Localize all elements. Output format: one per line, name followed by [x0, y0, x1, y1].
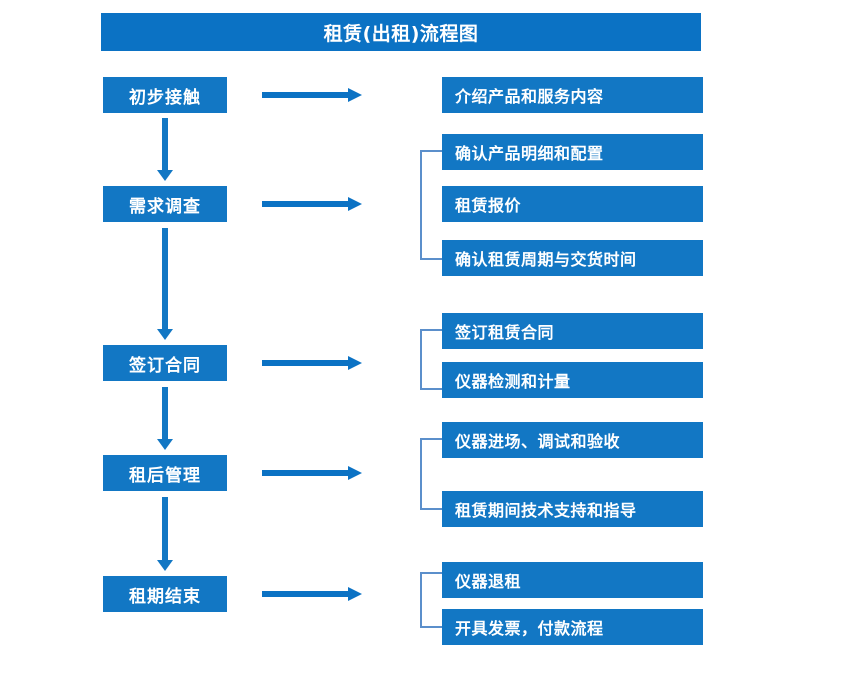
detail-box-10[interactable]: 开具发票，付款流程 [442, 609, 703, 645]
right-arrow-icon-2 [262, 196, 362, 212]
group-bracket-icon-4 [420, 572, 442, 628]
detail-box-7[interactable]: 仪器进场、调试和验收 [442, 422, 703, 458]
down-arrow-icon-3 [157, 387, 173, 450]
stage-box-5[interactable]: 租期结束 [103, 576, 227, 612]
down-arrow-icon-2 [157, 228, 173, 340]
detail-box-1[interactable]: 介绍产品和服务内容 [442, 77, 703, 113]
detail-box-4[interactable]: 确认租赁周期与交货时间 [442, 240, 703, 276]
right-arrow-icon-4 [262, 465, 362, 481]
group-bracket-icon-3 [420, 438, 442, 510]
right-arrow-icon-1 [262, 87, 362, 103]
group-bracket-icon-1 [420, 150, 442, 260]
page-title: 租赁(出租)流程图 [101, 13, 701, 51]
right-arrow-icon-3 [262, 355, 362, 371]
detail-box-5[interactable]: 签订租赁合同 [442, 313, 703, 349]
stage-box-3[interactable]: 签订合同 [103, 345, 227, 381]
stage-box-2[interactable]: 需求调查 [103, 186, 227, 222]
down-arrow-icon-4 [157, 497, 173, 571]
stage-box-1[interactable]: 初步接触 [103, 77, 227, 113]
detail-box-8[interactable]: 租赁期间技术支持和指导 [442, 491, 703, 527]
detail-box-3[interactable]: 租赁报价 [442, 186, 703, 222]
down-arrow-icon-1 [157, 118, 173, 181]
detail-box-9[interactable]: 仪器退租 [442, 562, 703, 598]
detail-box-6[interactable]: 仪器检测和计量 [442, 362, 703, 398]
right-arrow-icon-5 [262, 586, 362, 602]
group-bracket-icon-2 [420, 329, 442, 390]
stage-box-4[interactable]: 租后管理 [103, 455, 227, 491]
detail-box-2[interactable]: 确认产品明细和配置 [442, 134, 703, 170]
